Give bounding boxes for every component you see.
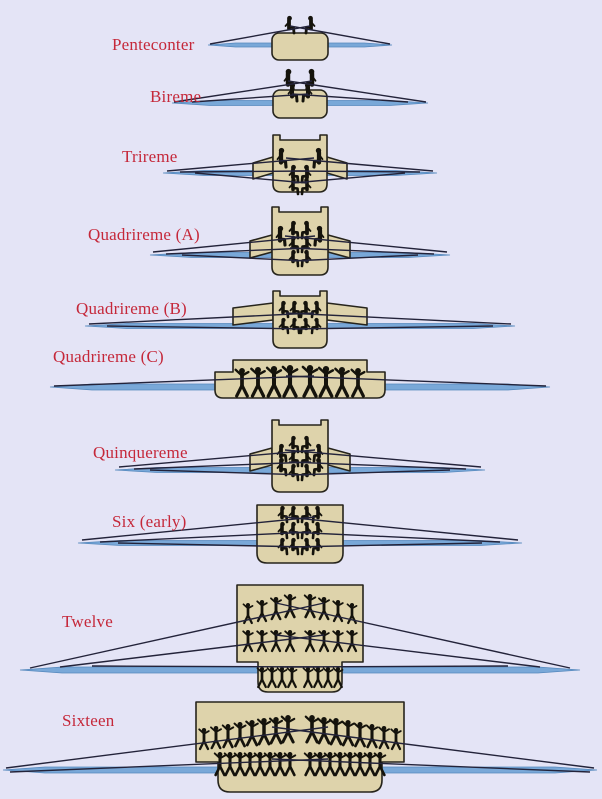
oar-quadrireme-b: [285, 312, 512, 325]
oar-quinquereme: [133, 461, 312, 470]
ship-quadrireme-c: [49, 359, 551, 399]
ship-sixteen: [2, 701, 598, 793]
ship-six-early: [77, 504, 523, 564]
oar-bireme: [291, 93, 409, 103]
ship-label-sixteen: Sixteen: [62, 711, 115, 730]
ship-label-quinquereme: Quinquereme: [93, 443, 188, 462]
oar-bireme: [173, 80, 313, 103]
oar-quinquereme: [288, 461, 467, 470]
oar-six-early: [284, 516, 519, 541]
ship-label-twelve: Twelve: [62, 612, 113, 631]
ship-label-quadrireme-c: Quadrireme (C): [53, 347, 164, 366]
oar-quadrireme-a: [152, 235, 316, 253]
oar-twelve: [275, 634, 541, 668]
oar-quinquereme: [291, 469, 451, 476]
oar-sixteen: [271, 726, 595, 769]
oar-twelve: [59, 634, 325, 668]
oar-six-early: [99, 531, 312, 543]
oar-quadrireme-a: [291, 254, 419, 262]
oar-quinquereme: [284, 449, 482, 468]
oar-six-early: [291, 542, 483, 548]
oar-quadrireme-a: [284, 235, 448, 253]
oar-quinquereme: [118, 449, 316, 468]
oar-quadrireme-c: [285, 375, 547, 387]
oar-six-early: [117, 542, 309, 548]
oar-twelve: [29, 602, 325, 669]
oar-bireme: [287, 80, 427, 103]
oar-trireme: [166, 157, 315, 172]
oar-penteconter: [289, 25, 391, 45]
oar-trireme: [194, 172, 308, 184]
ship-label-trireme: Trireme: [122, 147, 178, 166]
ship-label-six-early: Six (early): [112, 512, 187, 531]
oar-quadrireme-a: [181, 254, 309, 262]
oar-quadrireme-c: [53, 375, 315, 387]
ship-label-penteconter: Penteconter: [112, 35, 195, 54]
oar-quinquereme: [149, 469, 309, 476]
ship-quinquereme: [114, 419, 486, 493]
oar-trireme: [285, 157, 434, 172]
oar-penteconter: [209, 25, 311, 45]
oar-quadrireme-b: [106, 325, 309, 330]
ship-label-bireme: Bireme: [150, 87, 202, 106]
oar-quadrireme-b: [88, 312, 315, 325]
ship-twelve: [19, 584, 581, 693]
oar-sixteen: [5, 726, 329, 769]
oar-quadrireme-a: [289, 247, 435, 255]
oar-bireme: [191, 93, 309, 103]
ship-label-quadrireme-b: Quadrireme (B): [76, 299, 187, 318]
oar-twelve: [279, 665, 509, 668]
ship-quadrireme-a: [149, 206, 451, 276]
oar-six-early: [288, 531, 501, 543]
oar-trireme: [292, 172, 406, 184]
ship-label-quadrireme-a: Quadrireme (A): [88, 225, 200, 244]
oar-quadrireme-a: [165, 247, 311, 255]
oar-sixteen: [271, 758, 591, 773]
oar-trireme: [290, 170, 421, 173]
oar-twelve: [275, 602, 571, 669]
oar-quadrireme-b: [291, 325, 494, 330]
oar-six-early: [81, 516, 316, 541]
oar-trireme: [179, 170, 310, 173]
ship-quadrireme-b: [84, 290, 516, 349]
ship-trireme: [162, 134, 438, 196]
ship-bireme: [171, 68, 429, 119]
oar-sixteen: [9, 758, 329, 773]
ship-penteconter: [207, 15, 393, 61]
